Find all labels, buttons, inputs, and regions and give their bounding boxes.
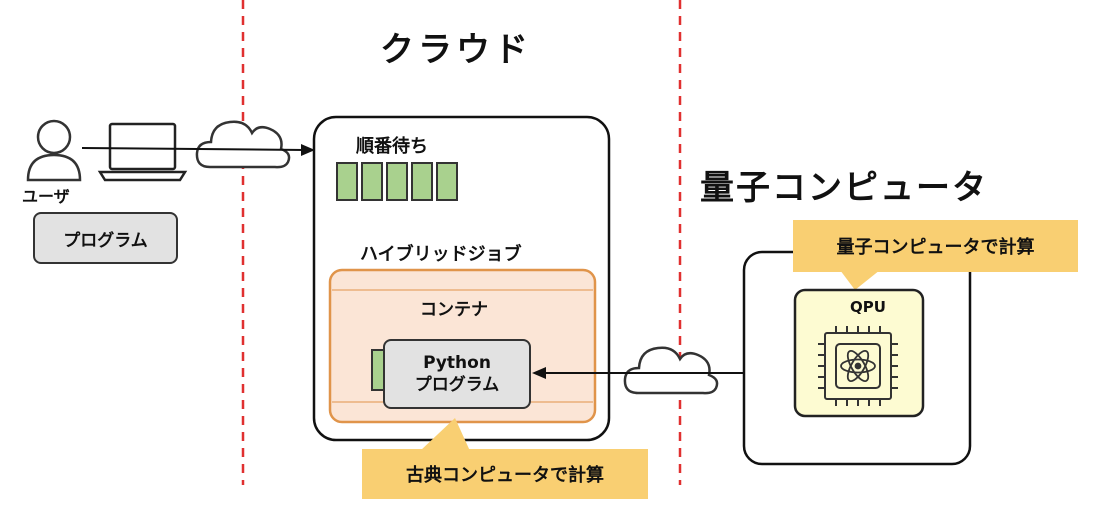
classical-compute-label: 古典コンピュータで計算 bbox=[406, 465, 604, 486]
user-program-box: プログラム bbox=[33, 212, 178, 264]
queue-slot bbox=[436, 162, 458, 201]
quantum-compute-callout: 量子コンピュータで計算 bbox=[793, 220, 1078, 272]
quantum-callout-pointer bbox=[840, 270, 880, 290]
queue-slots bbox=[336, 162, 458, 201]
classical-compute-callout: 古典コンピュータで計算 bbox=[362, 449, 648, 499]
python-label: Python bbox=[423, 353, 491, 373]
atom-icon bbox=[840, 350, 876, 382]
quantum-compute-label: 量子コンピュータで計算 bbox=[836, 237, 1035, 258]
classical-callout-pointer bbox=[420, 418, 470, 451]
upload-arrow bbox=[81, 147, 306, 151]
cloud-title: クラウド bbox=[380, 30, 532, 70]
user-label: ユーザ bbox=[22, 187, 70, 206]
queue-label: 順番待ち bbox=[356, 136, 428, 157]
qpu-link-arrowhead-left bbox=[532, 367, 546, 379]
laptop-icon bbox=[97, 122, 188, 182]
container-label: コンテナ bbox=[420, 300, 488, 320]
cloud-icon bbox=[195, 120, 291, 169]
user-program-label: プログラム bbox=[63, 230, 148, 251]
qpu-label: QPU bbox=[850, 298, 886, 316]
queue-slot bbox=[336, 162, 358, 201]
python-program-box: Python プログラム bbox=[383, 339, 531, 409]
queue-slot bbox=[361, 162, 383, 201]
python-program-label: プログラム bbox=[414, 375, 500, 395]
cloud-icon bbox=[623, 346, 719, 395]
queue-slot bbox=[386, 162, 408, 201]
hybrid-job-label: ハイブリッドジョブ bbox=[360, 244, 522, 265]
queue-slot bbox=[411, 162, 433, 201]
upload-arrowhead bbox=[301, 144, 315, 156]
quantum-computer-title: 量子コンピュータ bbox=[700, 168, 988, 208]
user-icon bbox=[26, 119, 82, 182]
